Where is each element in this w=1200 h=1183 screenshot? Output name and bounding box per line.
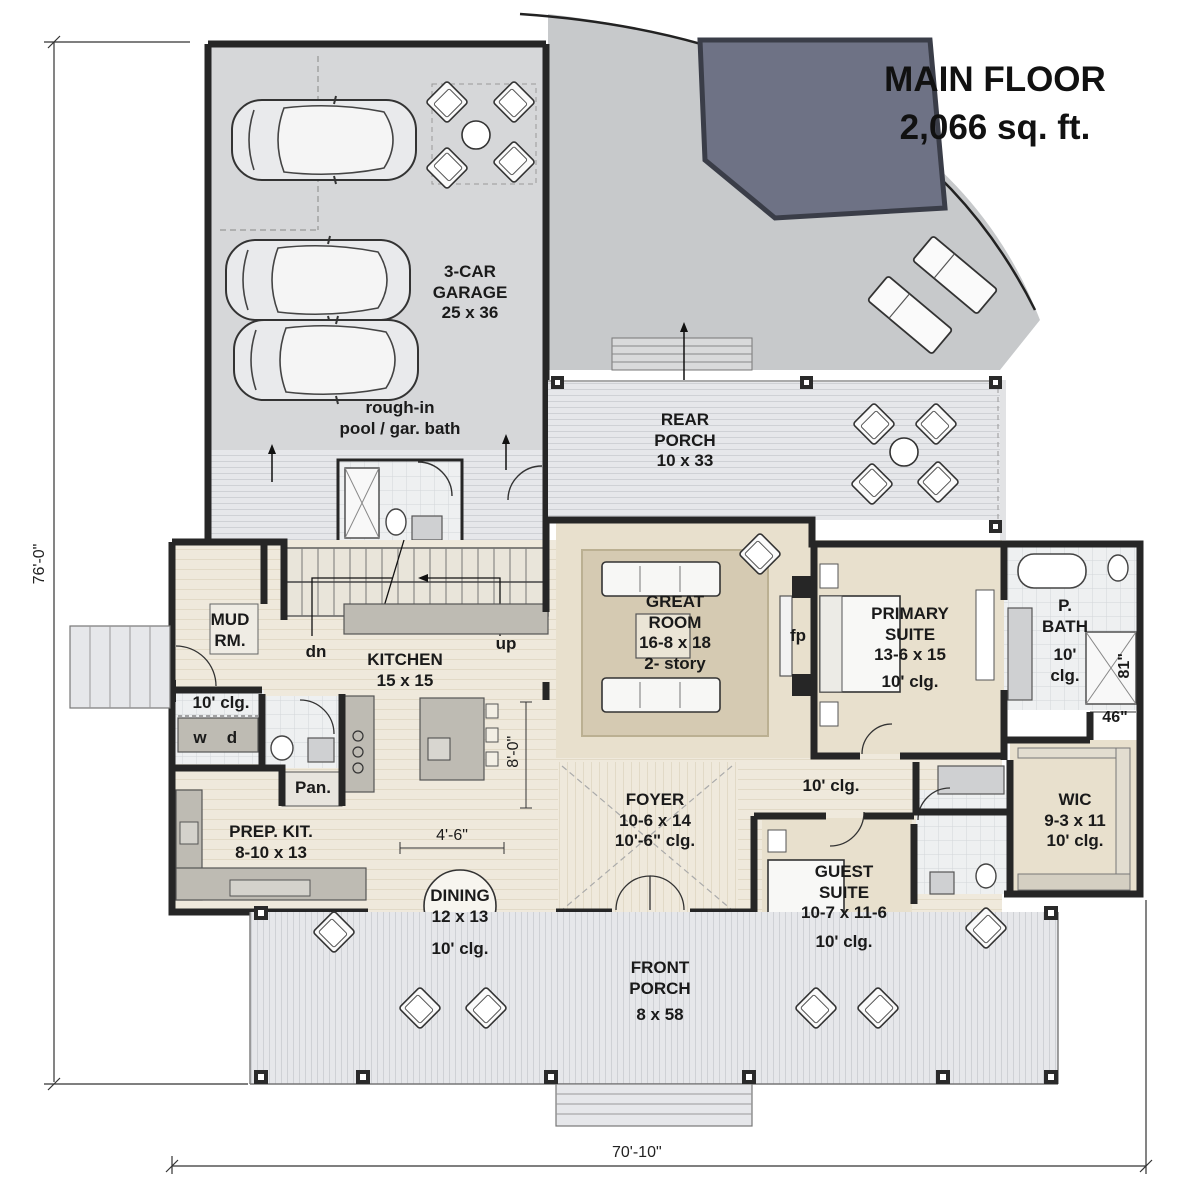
mud-room-label: MUD RM. xyxy=(210,610,250,650)
island-length-label: 8'-0" xyxy=(505,735,523,768)
stair-up-label: up xyxy=(495,634,517,653)
car xyxy=(231,95,417,185)
garage-bath-label: rough-in pool / gar. bath xyxy=(339,398,461,438)
front-steps xyxy=(555,1083,753,1127)
pool xyxy=(697,37,948,221)
kitchen-side-counter xyxy=(341,695,375,793)
kitchen-label: KITCHEN 15 x 15 xyxy=(367,650,443,690)
bathtub xyxy=(1017,553,1087,589)
laundry-ceiling-label: 10' clg. xyxy=(192,693,250,712)
patio-table xyxy=(889,437,919,467)
prep-kitchen-label: PREP. KIT. 8-10 x 13 xyxy=(229,822,313,862)
guest-suite-label: GUEST SUITE 10-7 x 11-6 10' clg. xyxy=(800,862,887,952)
front-porch-label: FRONT PORCH 8 x 58 xyxy=(629,958,691,1025)
fireplace-label: fp xyxy=(789,626,807,645)
pantry-label: Pan. xyxy=(295,778,331,797)
fireplace-hearth xyxy=(779,595,793,677)
hall-ceiling-label: 10' clg. xyxy=(802,776,860,795)
plan-title: MAIN FLOOR xyxy=(860,60,1130,100)
foyer-label: FOYER 10-6 x 14 10'-6" clg. xyxy=(614,790,696,851)
coffee-table xyxy=(635,613,691,659)
primary-suite-label: PRIMARY SUITE 13-6 x 15 10' clg. xyxy=(871,604,949,692)
side-steps xyxy=(69,625,171,709)
garage-walls xyxy=(204,40,550,544)
dining-label: DINING 12 x 13 10' clg. xyxy=(430,886,490,959)
porch-posts xyxy=(254,906,1058,1084)
dryer-label: d xyxy=(226,728,238,747)
shower-depth-label: 81" xyxy=(1116,653,1134,679)
rear-porch-deck xyxy=(548,380,1006,520)
plan-title-line1: MAIN FLOOR xyxy=(884,60,1106,99)
plan-area-text: 2,066 sq. ft. xyxy=(899,108,1091,147)
sofa xyxy=(601,677,721,713)
plan-area: 2,066 sq. ft. xyxy=(860,108,1130,148)
wic-label: WIC 9-3 x 11 10' clg. xyxy=(1044,790,1106,851)
kitchen-back-counter xyxy=(343,603,549,635)
shower-width-label: 46" xyxy=(1102,709,1128,726)
island-width-label: 4'-6" xyxy=(436,827,468,844)
car xyxy=(225,235,411,325)
pantry xyxy=(281,771,343,807)
garage-label: 3-CAR GARAGE 25 x 36 xyxy=(432,262,508,323)
car xyxy=(233,315,419,405)
rear-porch-label: REAR PORCH 10 x 33 xyxy=(654,410,716,471)
sofa xyxy=(601,561,721,597)
laundry-counter xyxy=(177,717,259,753)
dimension-lines xyxy=(44,35,1153,1174)
patio-table xyxy=(461,120,491,150)
washer-label: w xyxy=(193,728,207,747)
lounge-chair xyxy=(867,276,953,354)
primary-bath-label: P. BATH 10' clg. xyxy=(1042,596,1088,686)
lounge-chair xyxy=(912,236,998,314)
overall-depth-dimension: 76'-0" xyxy=(31,534,49,594)
great-room-label: GREAT ROOM 16-8 x 18 2- story xyxy=(639,592,711,674)
stair-down-label: dn xyxy=(305,642,327,661)
overall-width-dimension: 70'-10" xyxy=(608,1144,666,1162)
